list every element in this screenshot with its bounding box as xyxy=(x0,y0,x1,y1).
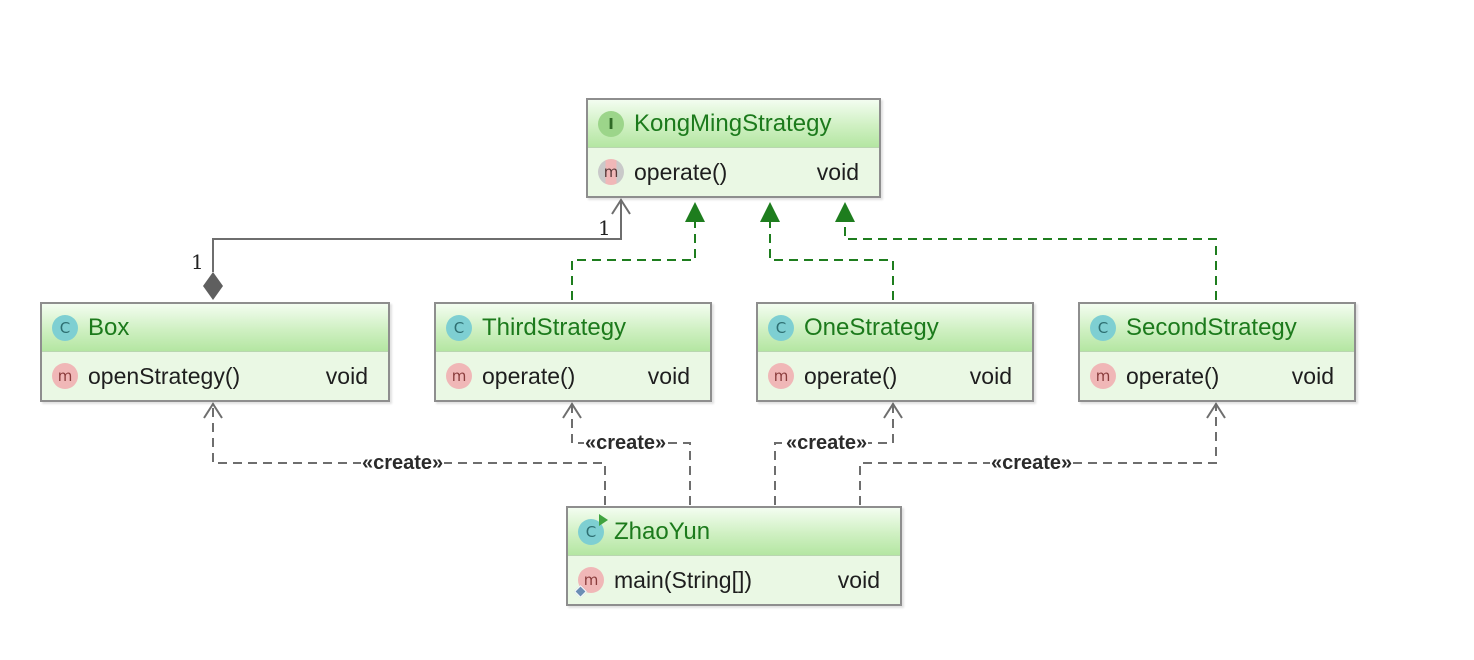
aggregation-arrowhead xyxy=(611,198,631,215)
class-name: Box xyxy=(88,313,130,341)
create-label-second: «create» xyxy=(990,452,1074,474)
method-name: operate() xyxy=(804,362,898,389)
method-name: openStrategy() xyxy=(88,362,241,389)
method-return-type: void xyxy=(816,158,859,185)
create-label-third: «create» xyxy=(584,432,668,454)
create-label-one: «create» xyxy=(785,432,869,454)
method-name: operate() xyxy=(634,158,728,185)
method-row[interactable]: m openStrategy() void xyxy=(42,352,388,400)
class-header[interactable]: C ThirdStrategy xyxy=(436,304,710,352)
multiplicity-source: 1 xyxy=(191,250,204,274)
realization-line-one xyxy=(769,222,894,300)
aggregation-line xyxy=(212,202,622,272)
class-kongmingstrategy[interactable]: I KongMingStrategy m operate() void xyxy=(586,98,881,198)
dependency-arrow-third xyxy=(562,402,582,419)
method-name: main(String[]) xyxy=(614,566,753,593)
method-icon-letter: m xyxy=(583,571,599,589)
class-icon: C xyxy=(446,314,472,341)
method-return-type: void xyxy=(969,362,1012,389)
method-row[interactable]: m operate() void xyxy=(436,352,710,400)
method-row[interactable]: m operate() void xyxy=(1080,352,1354,400)
multiplicity-target: 1 xyxy=(598,216,611,240)
abstract-method-icon: m xyxy=(598,159,624,185)
class-onestrategy[interactable]: C OneStrategy m operate() void xyxy=(756,302,1034,402)
class-zhaoyun[interactable]: C ZhaoYun m main(String[]) void xyxy=(566,506,902,606)
class-secondstrategy[interactable]: C SecondStrategy m operate() void xyxy=(1078,302,1356,402)
class-name: SecondStrategy xyxy=(1126,313,1297,341)
method-return-type: void xyxy=(647,362,690,389)
create-label-box: «create» xyxy=(361,452,445,474)
method-icon: m xyxy=(446,363,472,389)
class-box[interactable]: C Box m openStrategy() void xyxy=(40,302,390,402)
class-header[interactable]: C OneStrategy xyxy=(758,304,1032,352)
realization-line-third xyxy=(571,222,696,300)
method-row[interactable]: m main(String[]) void xyxy=(568,556,900,604)
class-header[interactable]: C ZhaoYun xyxy=(568,508,900,556)
realization-line-second xyxy=(844,222,1217,300)
class-icon: C xyxy=(1090,314,1116,341)
class-header[interactable]: C Box xyxy=(42,304,388,352)
class-name: OneStrategy xyxy=(804,313,939,341)
method-return-type: void xyxy=(837,566,880,593)
realization-arrow-second xyxy=(835,202,855,222)
dependency-line-third xyxy=(571,406,691,505)
method-row[interactable]: m operate() void xyxy=(588,148,879,196)
dependency-line-one xyxy=(774,406,894,505)
run-icon xyxy=(599,513,608,526)
dependency-line-box xyxy=(212,406,606,505)
method-return-type: void xyxy=(1291,362,1334,389)
method-name: operate() xyxy=(482,362,576,389)
static-method-icon: m xyxy=(574,567,604,598)
method-icon: m xyxy=(52,363,78,389)
class-name: KongMingStrategy xyxy=(634,109,832,137)
class-icon-letter: C xyxy=(585,522,597,541)
class-name: ZhaoYun xyxy=(614,517,711,545)
class-name: ThirdStrategy xyxy=(482,313,627,341)
class-thirdstrategy[interactable]: C ThirdStrategy m operate() void xyxy=(434,302,712,402)
realization-arrow-one xyxy=(760,202,780,222)
dependency-arrow-second xyxy=(1206,402,1226,419)
method-row[interactable]: m operate() void xyxy=(758,352,1032,400)
runnable-class-icon: C xyxy=(578,513,608,545)
class-header[interactable]: I KongMingStrategy xyxy=(588,100,879,148)
class-header[interactable]: C SecondStrategy xyxy=(1080,304,1354,352)
realization-arrow-third xyxy=(685,202,705,222)
class-icon: C xyxy=(52,314,78,341)
aggregation-diamond xyxy=(203,272,223,300)
method-return-type: void xyxy=(325,362,368,389)
method-icon: m xyxy=(1090,363,1116,389)
dependency-line-second xyxy=(859,406,1217,505)
method-icon: m xyxy=(768,363,794,389)
interface-icon: I xyxy=(598,110,624,137)
method-name: operate() xyxy=(1126,362,1220,389)
dependency-arrow-box xyxy=(203,402,223,419)
dependency-arrow-one xyxy=(883,402,903,419)
class-icon: C xyxy=(768,314,794,341)
